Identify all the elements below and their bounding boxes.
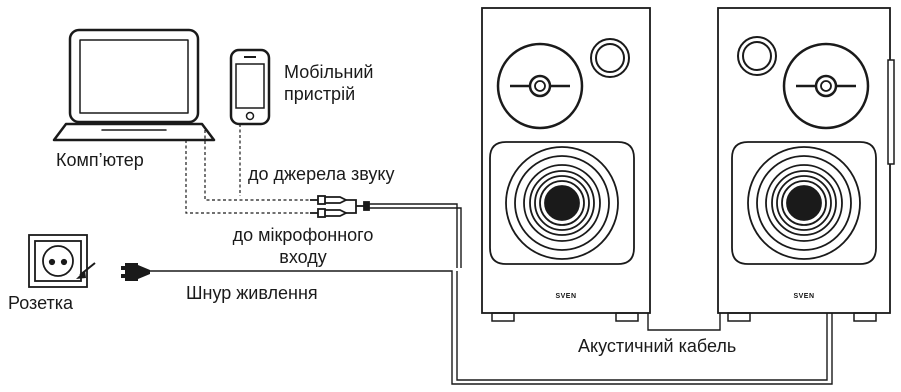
socket-label: Розетка xyxy=(8,293,74,313)
power-cord xyxy=(150,270,833,385)
audio-jack-icon xyxy=(310,208,349,218)
bass-port xyxy=(590,38,630,78)
y-splitter-cable xyxy=(346,199,370,214)
woofer xyxy=(731,141,877,265)
computer-label: Комп’ютер xyxy=(56,150,144,170)
left-speaker: SVEN xyxy=(481,7,651,322)
audio-jack-icon xyxy=(310,195,349,205)
mic-input-label-line2: входу xyxy=(279,247,327,267)
input-cable xyxy=(369,203,462,268)
power-cord-label: Шнур живлення xyxy=(186,283,318,303)
right-speaker: SVEN xyxy=(717,7,895,322)
speaker-cable-label: Акустичний кабель xyxy=(578,336,737,356)
tweeter xyxy=(496,42,584,130)
audio-source-label: до джерела звуку xyxy=(248,164,395,184)
smartphone-icon xyxy=(229,48,271,126)
mic-input-label-line1: до мікрофонного xyxy=(232,225,374,245)
woofer xyxy=(489,141,635,265)
power-plug-icon xyxy=(121,263,150,281)
signal-cables xyxy=(185,124,310,214)
bass-port xyxy=(737,36,777,76)
speaker-cable xyxy=(647,313,721,331)
speaker-brand: SVEN xyxy=(555,293,576,300)
wall-socket-icon xyxy=(28,234,96,288)
tweeter xyxy=(782,42,870,130)
laptop-icon xyxy=(52,28,216,142)
mobile-device-label-line1: Мобільний xyxy=(284,62,374,82)
mobile-device-label-line2: пристрій xyxy=(284,84,356,104)
speaker-brand: SVEN xyxy=(793,293,814,300)
